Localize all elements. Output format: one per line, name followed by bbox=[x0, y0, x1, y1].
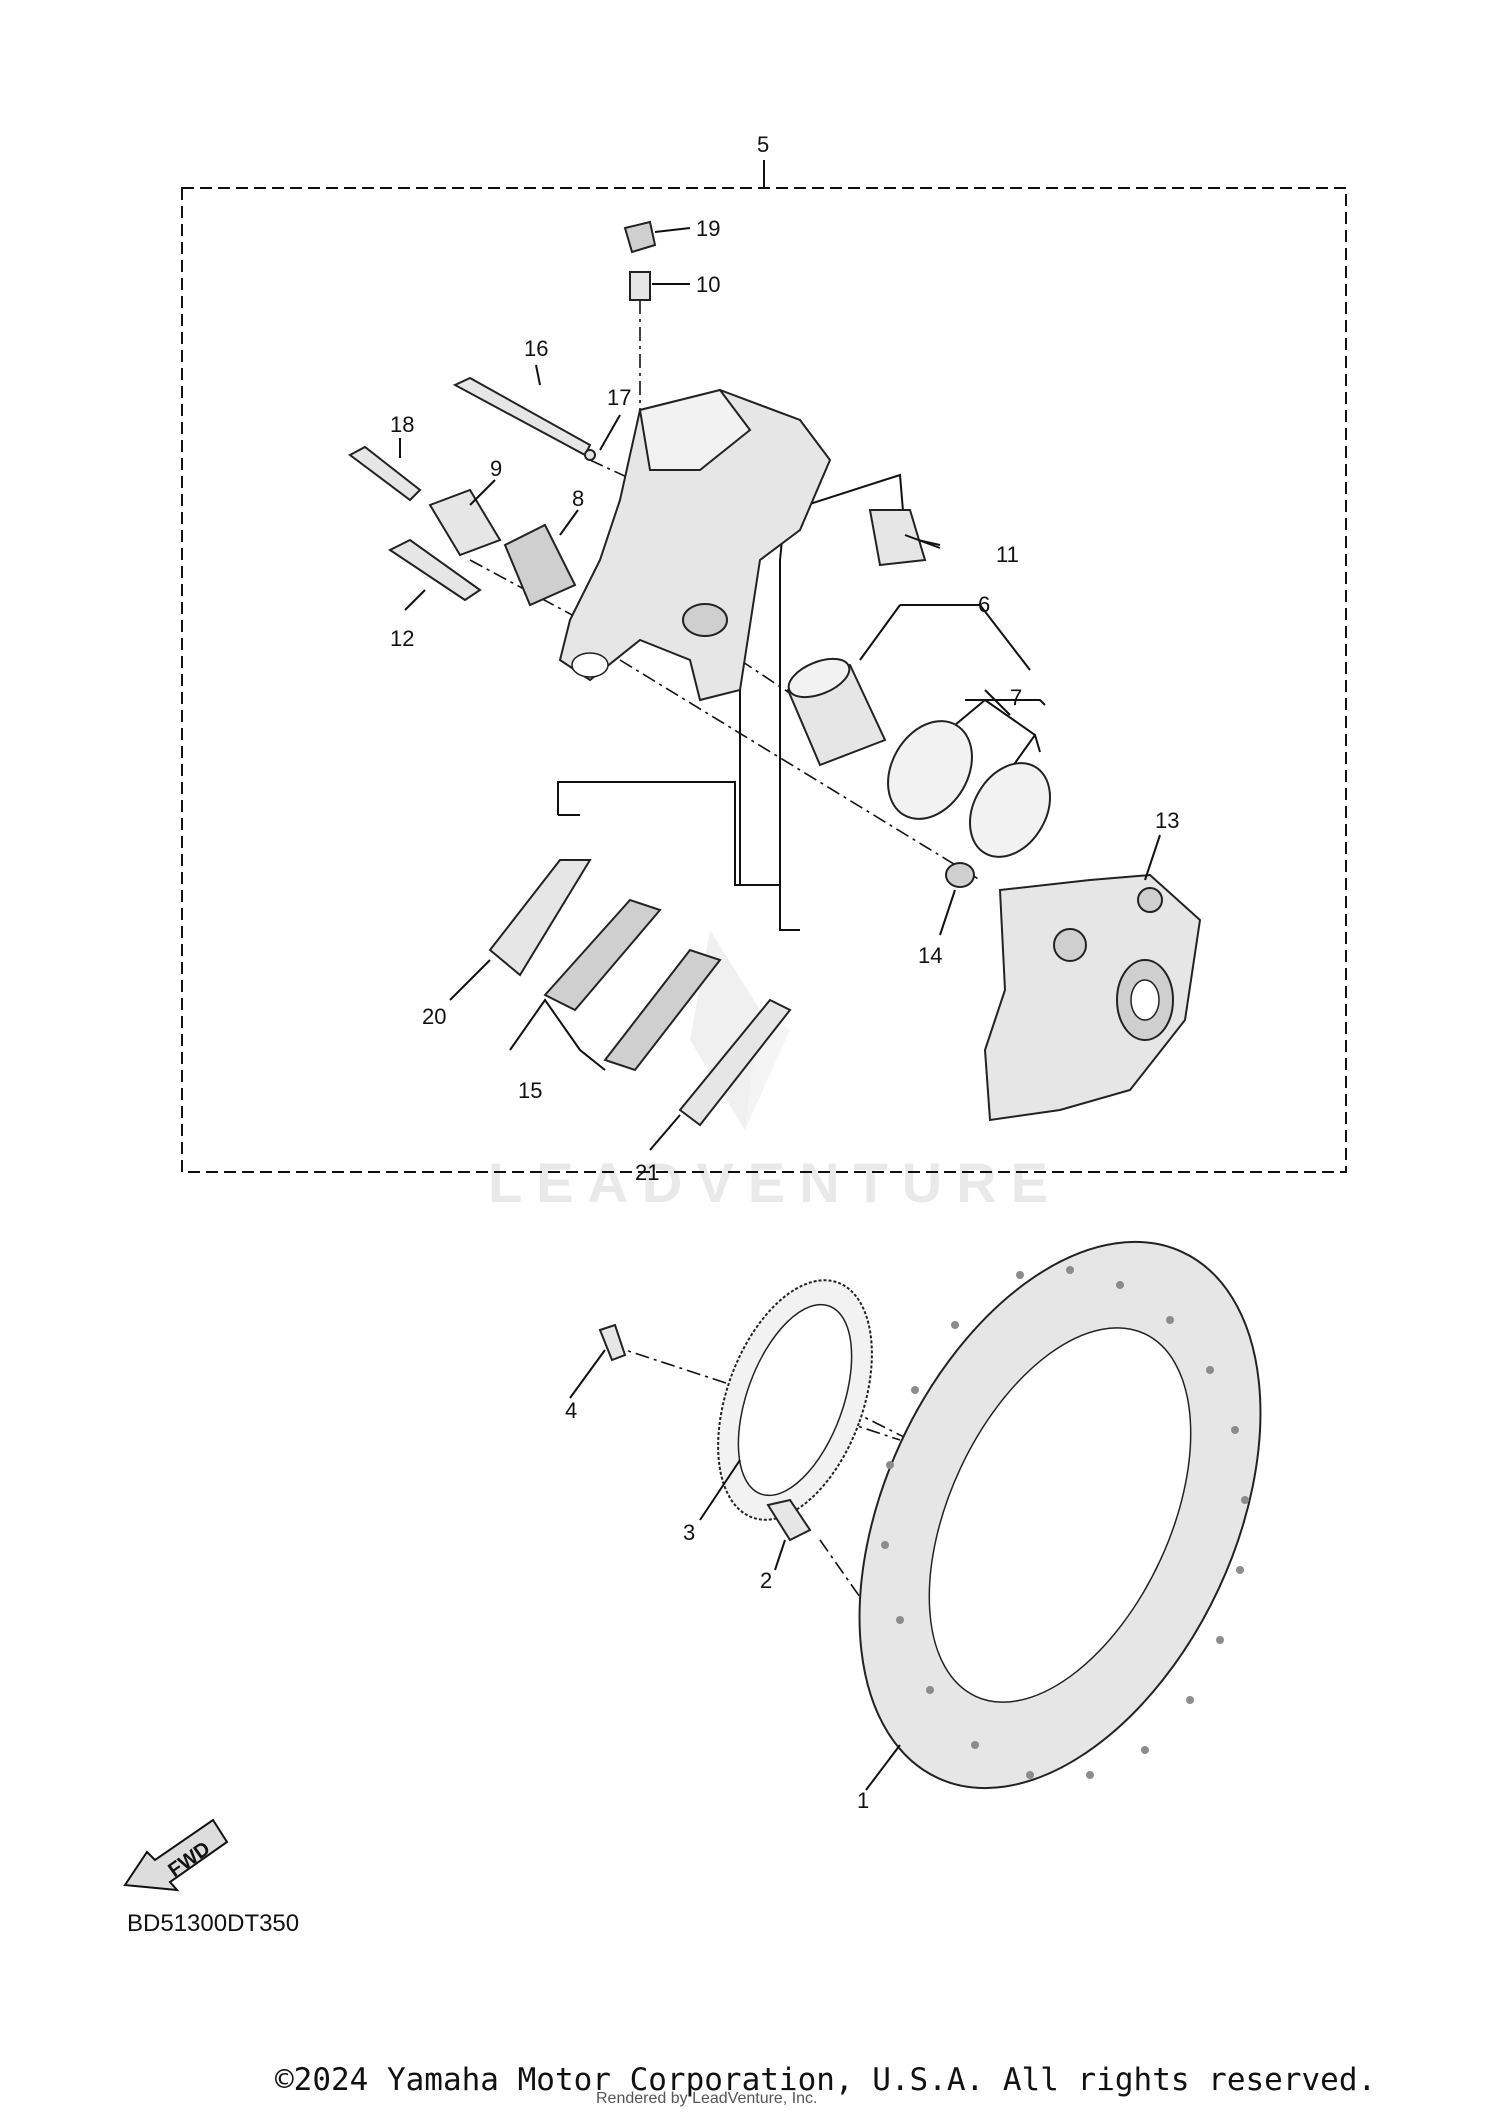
bushing-9 bbox=[428, 488, 502, 557]
pad-spring-11 bbox=[868, 509, 927, 567]
cap-19 bbox=[623, 220, 657, 254]
callout-15: 15 bbox=[518, 1078, 542, 1103]
copyright-notice: ©2024 Yamaha Motor Corporation, U.S.A. A… bbox=[275, 2062, 1377, 2098]
callout-4: 4 bbox=[565, 1398, 577, 1423]
callout-20: 20 bbox=[422, 1004, 446, 1029]
bolt-2 bbox=[766, 1498, 812, 1542]
watermark-text: LEADVENTURE bbox=[488, 1151, 1063, 1214]
dust-seal bbox=[969, 762, 1051, 858]
diagram-code: BD51300DT350 bbox=[127, 1910, 300, 1937]
callout-13: 13 bbox=[1155, 808, 1179, 833]
brake-pad-15b bbox=[603, 948, 722, 1072]
sensor-rotor bbox=[717, 1279, 873, 1521]
callout-14: 14 bbox=[918, 943, 942, 968]
caliper-bracket bbox=[983, 873, 1202, 1122]
callout-10: 10 bbox=[696, 272, 720, 297]
bolt-12 bbox=[388, 538, 482, 602]
clip-17 bbox=[584, 449, 596, 461]
caliper-body bbox=[558, 388, 832, 702]
bolt-4 bbox=[598, 1323, 627, 1362]
callout-17: 17 bbox=[607, 385, 631, 410]
callout-9: 9 bbox=[490, 456, 502, 481]
bolt-18 bbox=[348, 445, 422, 502]
callout-6: 6 bbox=[978, 592, 990, 617]
callout-21: 21 bbox=[635, 1160, 659, 1185]
callout-16: 16 bbox=[524, 336, 548, 361]
callout-3: 3 bbox=[683, 1520, 695, 1545]
callout-18: 18 bbox=[390, 412, 414, 437]
piston bbox=[786, 657, 887, 767]
callout-19: 19 bbox=[696, 216, 720, 241]
callout-2: 2 bbox=[760, 1568, 772, 1593]
callout-1: 1 bbox=[857, 1788, 869, 1813]
brake-pad-20 bbox=[488, 859, 592, 977]
callout-8: 8 bbox=[572, 486, 584, 511]
callout-12: 12 bbox=[390, 626, 414, 651]
piston-seal bbox=[887, 720, 973, 820]
callout-11: 11 bbox=[996, 542, 1019, 567]
callout-7: 7 bbox=[1010, 685, 1022, 710]
brake-pad-15a bbox=[543, 898, 662, 1012]
boot-8 bbox=[503, 523, 577, 607]
brake-disc bbox=[858, 1240, 1262, 1790]
washer-14 bbox=[945, 862, 975, 888]
pad-pin bbox=[452, 376, 592, 457]
rendered-by-credit: Rendered by LeadVenture, Inc. bbox=[596, 2090, 818, 2107]
bleed-screw-10 bbox=[629, 271, 651, 301]
fwd-arrow-icon: FWD bbox=[123, 1818, 229, 1892]
brake-pad-21 bbox=[678, 998, 792, 1127]
callout-5: 5 bbox=[757, 132, 769, 157]
